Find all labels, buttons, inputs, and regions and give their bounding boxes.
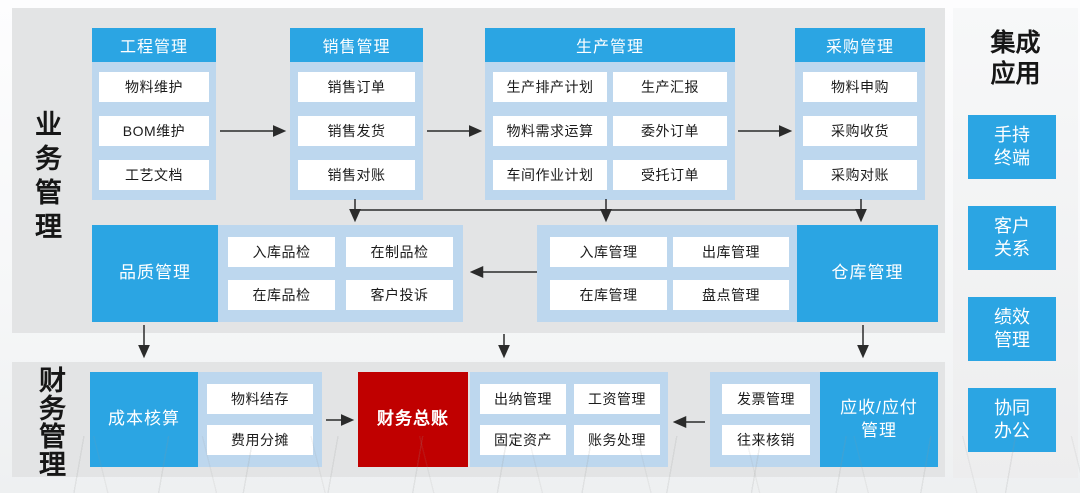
module-bookkeeping: 账务处理 (574, 425, 660, 455)
module-bom-maintenance: BOM维护 (99, 116, 209, 146)
warehouse-items-group: 入库管理 出库管理 在库管理 盘点管理 仓库管理 (537, 225, 938, 322)
module-invoice-management: 发票管理 (722, 384, 810, 414)
module-purchase-receipt: 采购收货 (803, 116, 917, 146)
module-payroll-management: 工资管理 (574, 384, 660, 414)
module-cashier-management: 出纳管理 (480, 384, 566, 414)
app-performance-management: 绩效管理 (968, 297, 1056, 361)
quality-items-group: 入库品检 在制品检 在库品检 客户投诉 (218, 225, 463, 322)
purchasing-header: 采购管理 (795, 28, 925, 62)
purchasing-group: 采购管理 物料申购 采购收货 采购对账 (795, 28, 925, 200)
finance-section-title: 财务管理 (35, 366, 65, 478)
module-sales-delivery: 销售发货 (298, 116, 415, 146)
sales-header: 销售管理 (290, 28, 423, 62)
engineering-header: 工程管理 (92, 28, 216, 62)
cost-accounting-box: 成本核算 (90, 372, 198, 467)
receivable-payable-box: 应收/应付管理 (820, 372, 938, 467)
app-collaborative-office: 协同办公 (968, 388, 1056, 452)
module-shopfloor-plan: 车间作业计划 (493, 160, 607, 190)
module-material-maintenance: 物料维护 (99, 72, 209, 102)
module-consignment-order: 受托订单 (613, 160, 727, 190)
app-handheld-terminal: 手持终端 (968, 115, 1056, 179)
module-production-scheduling: 生产排产计划 (493, 72, 607, 102)
module-material-balance: 物料结存 (207, 384, 313, 414)
module-transaction-writeoff: 往来核销 (722, 425, 810, 455)
module-incoming-inspection: 入库品检 (228, 237, 335, 267)
module-material-requisition: 物料申购 (803, 72, 917, 102)
module-inbound-management: 入库管理 (550, 237, 667, 267)
module-stocktaking: 盘点管理 (673, 280, 789, 310)
module-customer-complaint: 客户投诉 (346, 280, 453, 310)
accounting-items-group: 出纳管理 工资管理 固定资产 账务处理 (470, 372, 668, 467)
module-stock-inspection: 在库品检 (228, 280, 335, 310)
quality-management-box: 品质管理 (92, 225, 218, 322)
sales-group: 销售管理 销售订单 销售发货 销售对账 (290, 28, 423, 200)
module-outbound-management: 出库管理 (673, 237, 789, 267)
module-expense-allocation: 费用分摊 (207, 425, 313, 455)
module-process-document: 工艺文档 (99, 160, 209, 190)
production-header: 生产管理 (485, 28, 735, 62)
integration-title: 集成应用 (990, 29, 1041, 89)
module-fixed-assets: 固定资产 (480, 425, 566, 455)
module-mrp-calculation: 物料需求运算 (493, 116, 607, 146)
warehouse-management-box: 仓库管理 (797, 225, 938, 322)
module-stock-management: 在库管理 (550, 280, 667, 310)
production-group: 生产管理 生产排产计划 物料需求运算 车间作业计划 生产汇报 委外订单 受托订单 (485, 28, 735, 200)
receivable-payable-group: 发票管理 往来核销 应收/应付管理 (710, 372, 938, 467)
module-inprocess-inspection: 在制品检 (346, 237, 453, 267)
engineering-group: 工程管理 物料维护 BOM维护 工艺文档 (92, 28, 216, 200)
module-outsourcing-order: 委外订单 (613, 116, 727, 146)
app-customer-relationship: 客户关系 (968, 206, 1056, 270)
business-section-title: 业务管理 (31, 110, 61, 246)
cost-items-group: 物料结存 费用分摊 (198, 372, 322, 467)
module-production-report: 生产汇报 (613, 72, 727, 102)
general-ledger-box: 财务总账 (358, 372, 468, 467)
module-sales-order: 销售订单 (298, 72, 415, 102)
module-sales-reconciliation: 销售对账 (298, 160, 415, 190)
module-purchase-reconciliation: 采购对账 (803, 160, 917, 190)
